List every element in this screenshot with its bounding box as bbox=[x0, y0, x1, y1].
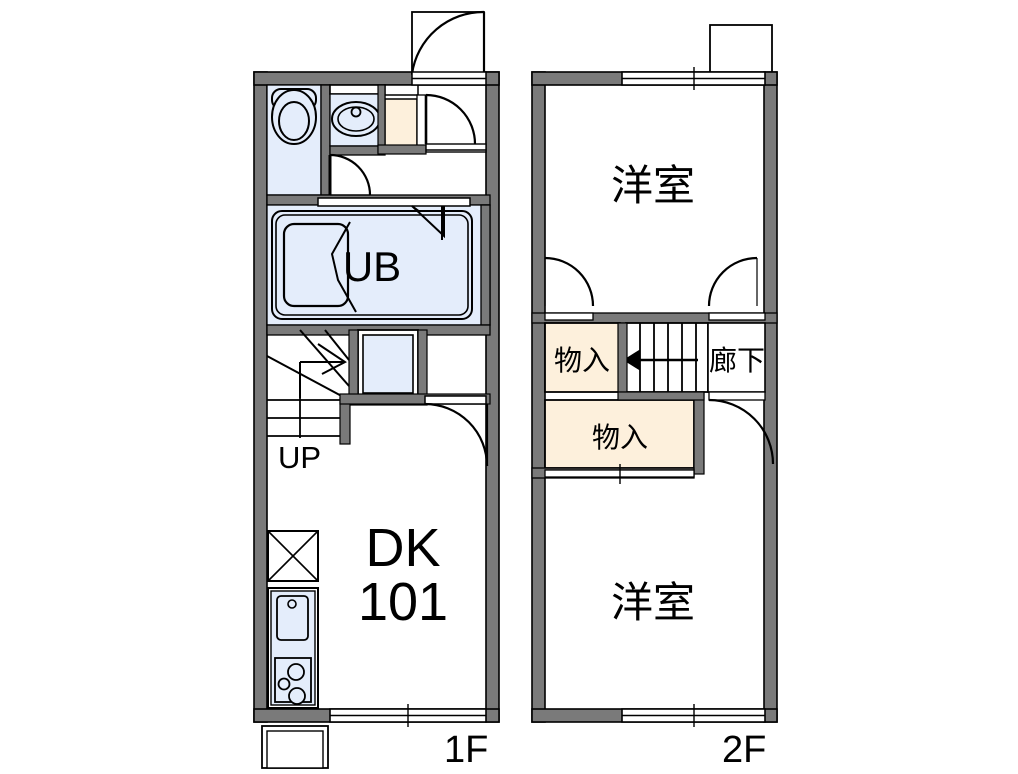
window-2f-north bbox=[621, 67, 766, 90]
floor-label-1f: 1F bbox=[444, 729, 488, 771]
western-room-north-label: 洋室 bbox=[611, 162, 695, 209]
door-washroom bbox=[328, 153, 372, 196]
floor-label-2f: 2F bbox=[722, 729, 766, 771]
window-dk-south bbox=[329, 704, 487, 727]
western-room-south-label: 洋室 bbox=[611, 579, 695, 626]
door-corridor-south bbox=[708, 391, 775, 465]
room-dk: DK 101 bbox=[267, 518, 448, 709]
closet-upper-label: 物入 bbox=[554, 345, 610, 376]
stairs-1f: UP bbox=[266, 329, 491, 475]
room-western-south: 洋室 bbox=[611, 579, 695, 626]
corridor-label: 廊下 bbox=[709, 345, 765, 376]
balcony-1f bbox=[261, 725, 329, 769]
washing-machine-space bbox=[348, 329, 428, 406]
door-dk bbox=[424, 395, 489, 467]
window-2f-south bbox=[621, 704, 766, 727]
fixture-kitchen bbox=[267, 587, 319, 709]
fixture-refrigerator-space bbox=[267, 530, 319, 582]
stairs-2f bbox=[623, 322, 709, 393]
closet-lower-label: 物入 bbox=[592, 422, 648, 453]
closet-lower-2f: 物入 bbox=[544, 399, 695, 469]
closet-upper-2f: 物入 bbox=[544, 322, 621, 393]
up-label: UP bbox=[278, 440, 321, 475]
entrance-1f bbox=[410, 10, 487, 153]
closet-shoe bbox=[377, 84, 427, 155]
room-western-north: 洋室 bbox=[544, 162, 758, 307]
room-unit-bath: UB bbox=[266, 197, 491, 336]
ub-label: UB bbox=[343, 243, 401, 290]
fixture-washbasin bbox=[329, 84, 386, 156]
balcony-2f bbox=[709, 24, 773, 76]
midsection-2f: 物入 廊下 bbox=[531, 312, 778, 484]
dk-label: DK bbox=[365, 518, 440, 578]
dk-number: 101 bbox=[358, 572, 448, 632]
floor-plan-1f: UB bbox=[253, 10, 500, 771]
corridor-2f: 廊下 bbox=[707, 322, 766, 393]
floor-plan-2f: 洋室 物入 bbox=[531, 24, 778, 771]
